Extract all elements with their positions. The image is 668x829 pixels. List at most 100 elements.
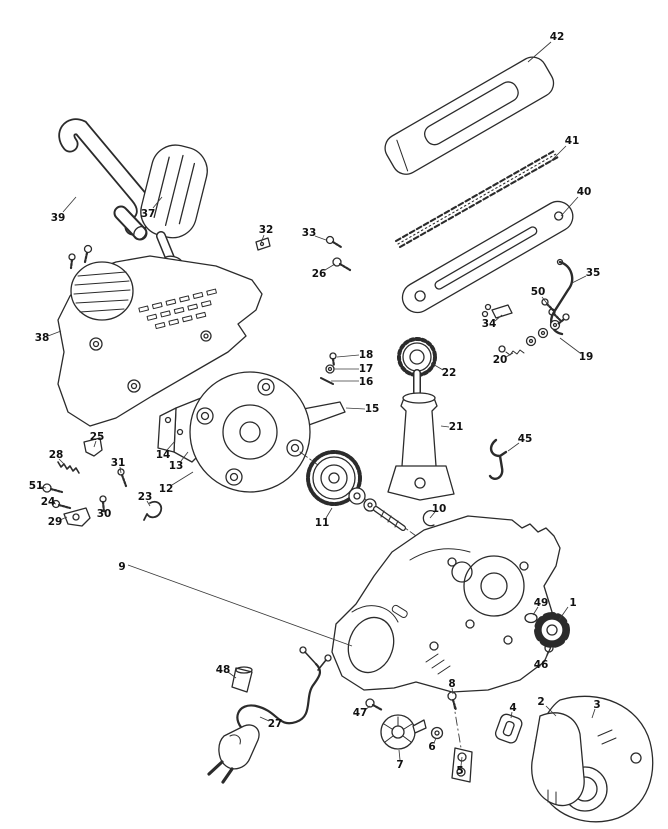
callout-16: 16 <box>359 376 374 388</box>
callout-leader-26 <box>324 263 336 271</box>
part-screw-47 <box>365 698 384 712</box>
callout-41: 41 <box>565 135 580 147</box>
callout-6: 6 <box>428 741 435 753</box>
part-oil-tank <box>387 392 455 501</box>
callout-leader-51 <box>40 486 47 489</box>
callout-leader-2 <box>545 705 557 717</box>
part-washer-6 <box>430 726 444 740</box>
callout-leader-20 <box>505 352 514 358</box>
callout-28: 28 <box>49 449 64 461</box>
callout-leader-14 <box>166 440 176 451</box>
callout-45: 45 <box>518 433 533 445</box>
callout-23: 23 <box>138 491 153 503</box>
part-screw-33 <box>325 235 343 249</box>
callout-leader-13 <box>180 451 189 462</box>
callout-leader-24 <box>51 502 57 505</box>
callout-7: 7 <box>396 759 403 771</box>
callout-38: 38 <box>35 332 50 344</box>
callout-4: 4 <box>509 702 516 714</box>
callout-leader-40 <box>560 196 579 217</box>
callout-3: 3 <box>593 699 600 711</box>
part-oil-cap <box>397 337 437 396</box>
part-screw-31 <box>117 468 128 488</box>
callout-leader-22 <box>430 362 444 371</box>
callout-12: 12 <box>159 483 174 495</box>
part-washers-19 <box>525 313 570 347</box>
callout-leader-39 <box>62 196 77 213</box>
callout-leader-27 <box>259 716 270 722</box>
callout-17: 17 <box>359 363 374 375</box>
callout-leader-46 <box>544 650 549 662</box>
part-chain <box>394 149 560 249</box>
callout-15: 15 <box>365 403 380 415</box>
part-guide-bar <box>401 200 574 314</box>
callout-leader-6 <box>433 737 437 744</box>
part-screw-26 <box>332 257 352 272</box>
callout-leader-7 <box>398 749 401 761</box>
callout-leader-50 <box>541 296 550 307</box>
part-gear-housing <box>157 371 346 493</box>
callout-leader-1 <box>558 606 569 621</box>
callout-leader-31 <box>119 466 122 474</box>
callout-32: 32 <box>259 224 274 236</box>
part-lever-5 <box>451 747 473 783</box>
callout-21: 21 <box>449 421 464 433</box>
callout-25: 25 <box>90 431 105 443</box>
callout-leader-42 <box>527 41 552 63</box>
callout-49: 49 <box>534 597 549 609</box>
part-spring-clip-45 <box>488 438 508 480</box>
callout-26: 26 <box>312 268 327 280</box>
callout-leader-15 <box>345 407 366 410</box>
callout-leader-10 <box>429 511 436 519</box>
part-power-cord <box>207 646 332 784</box>
callout-13: 13 <box>169 460 184 472</box>
part-inner-plate <box>531 712 585 807</box>
callout-30: 30 <box>97 508 112 520</box>
callout-10: 10 <box>432 503 447 515</box>
part-motor-housing <box>57 244 263 427</box>
part-front-handle <box>58 118 153 241</box>
part-clip-32 <box>255 237 271 251</box>
callout-leader-30 <box>102 502 105 510</box>
callout-27: 27 <box>268 718 283 730</box>
part-hand-guard <box>140 144 208 267</box>
part-bar-cover <box>384 56 555 175</box>
callout-48: 48 <box>216 664 231 676</box>
part-wheel-7 <box>380 714 427 750</box>
callout-leader-38 <box>47 330 62 337</box>
callout-leader-33 <box>314 235 327 241</box>
callout-8: 8 <box>448 678 455 690</box>
callout-40: 40 <box>577 186 592 198</box>
callout-leader-18 <box>336 354 360 358</box>
part-sprocket <box>534 612 570 648</box>
callout-leader-37 <box>152 196 163 209</box>
callout-leader-3 <box>591 708 596 719</box>
callout-leader-19 <box>559 337 581 354</box>
callout-leader-29 <box>59 516 68 521</box>
callout-leader-12 <box>171 471 194 486</box>
callout-29: 29 <box>48 516 63 528</box>
part-spring-screw-20 <box>498 345 525 356</box>
callout-leader-49 <box>532 606 539 616</box>
callout-leader-34 <box>494 314 503 322</box>
part-fasteners-16-17-18 <box>320 352 337 385</box>
part-bracket-29 <box>63 507 91 527</box>
callout-42: 42 <box>550 31 565 43</box>
callout-leader-9 <box>127 564 353 647</box>
callout-leader-5 <box>460 756 463 767</box>
callout-20: 20 <box>493 354 508 366</box>
part-rear-housing <box>331 515 561 693</box>
part-tensioner-block <box>494 713 523 744</box>
callout-leader-8 <box>451 687 454 695</box>
callout-leader-32 <box>260 234 265 244</box>
callout-50: 50 <box>531 286 546 298</box>
callout-35: 35 <box>586 267 601 279</box>
callout-5: 5 <box>456 765 463 777</box>
callout-19: 19 <box>579 351 594 363</box>
part-screw-8 <box>447 691 458 712</box>
callout-33: 33 <box>302 227 317 239</box>
callout-1: 1 <box>569 597 576 609</box>
